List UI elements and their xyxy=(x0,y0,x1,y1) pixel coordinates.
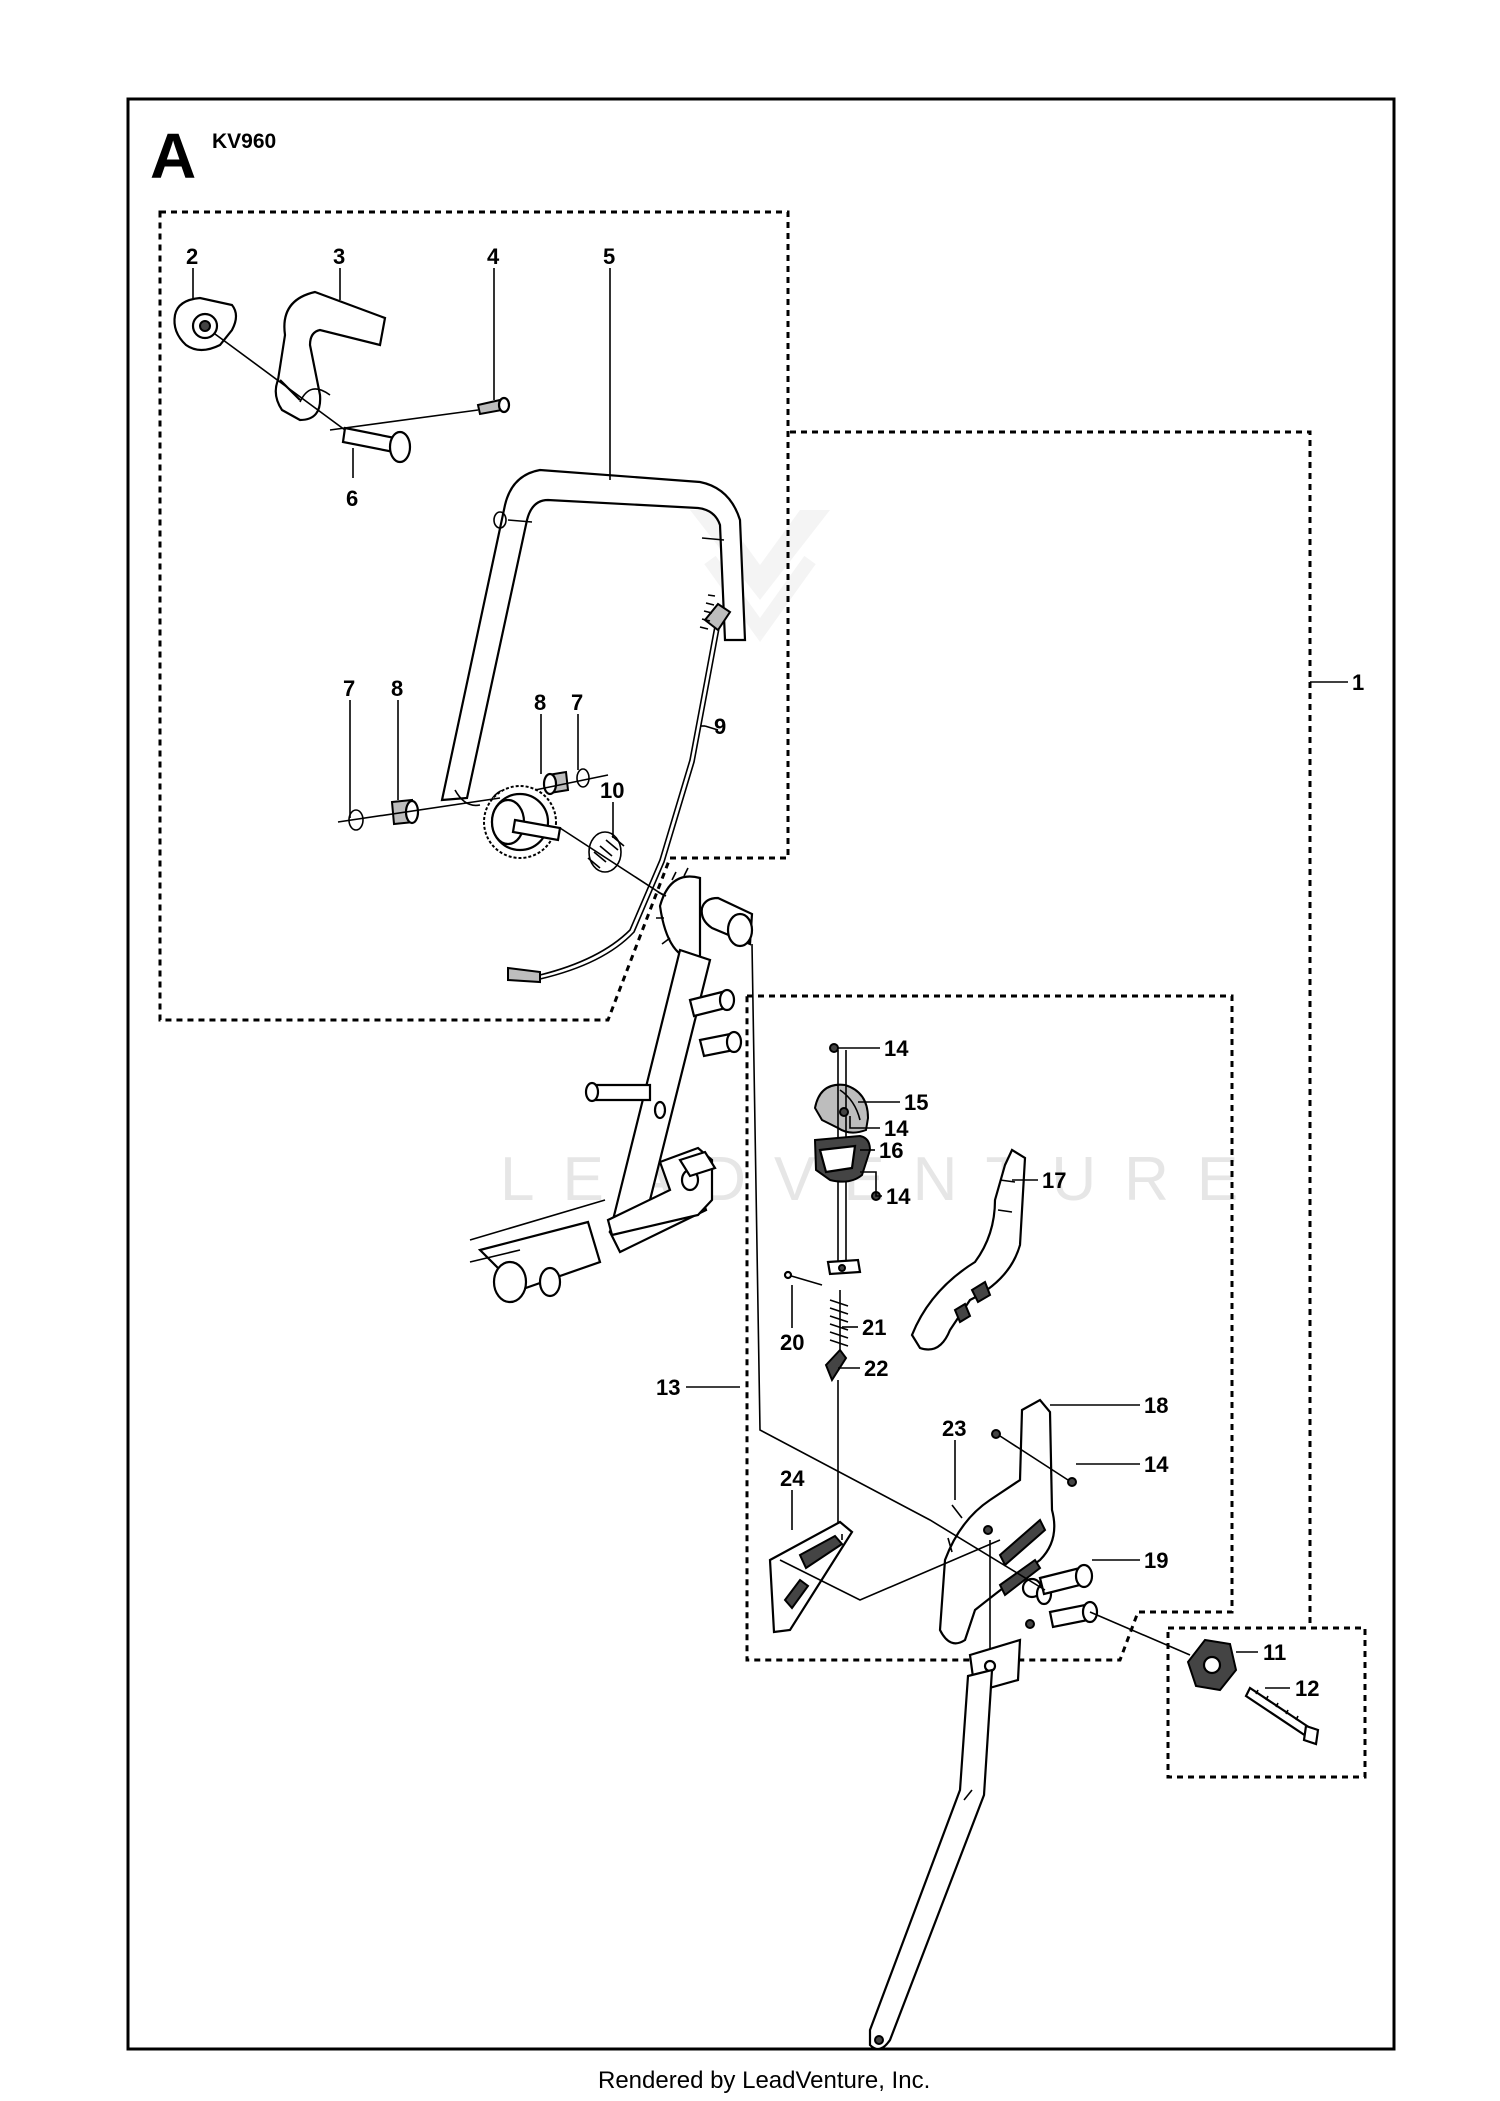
part-18-lever-plate xyxy=(938,1398,1056,1645)
main-frame xyxy=(469,867,754,1304)
callout-5: 5 xyxy=(603,244,615,269)
callout-14-mid: 14 xyxy=(884,1116,909,1141)
part-17-trigger-bracket xyxy=(910,1148,1027,1351)
part-21-spring xyxy=(829,1290,849,1360)
callout-6: 6 xyxy=(346,486,358,511)
section-letter: A xyxy=(150,120,196,192)
callout-22: 22 xyxy=(864,1356,888,1381)
part-2-handle-cap xyxy=(173,296,238,352)
part-11-lock-knob xyxy=(1186,1638,1238,1692)
callout-18: 18 xyxy=(1144,1393,1168,1418)
part-3-hook-bracket xyxy=(274,290,387,422)
callout-8-left: 8 xyxy=(391,676,403,701)
callout-15: 15 xyxy=(904,1090,928,1115)
knob-group-box xyxy=(1166,1626,1367,1779)
assembly-line-screw xyxy=(329,409,479,431)
callout-11: 11 xyxy=(1263,1640,1286,1665)
part-22-link xyxy=(824,1348,848,1530)
assembly-line-left-ring xyxy=(337,797,501,823)
part-14-screw-mid xyxy=(839,1107,849,1117)
callout-13: 13 xyxy=(656,1375,680,1400)
callout-16: 16 xyxy=(879,1138,903,1163)
handle-group-outline xyxy=(790,430,1312,1628)
callout-17: 17 xyxy=(1042,1168,1066,1193)
part-20-pin xyxy=(783,1270,823,1286)
footer-credit: Rendered by LeadVenture, Inc. xyxy=(598,2067,930,2094)
callout-20: 20 xyxy=(780,1330,804,1355)
part-14-screw-right xyxy=(991,1429,1077,1487)
lever-assembly-group-box xyxy=(745,994,1234,1662)
assembly-line-right-ring xyxy=(534,774,609,791)
callout-12: 12 xyxy=(1295,1676,1319,1701)
diagram-frame xyxy=(126,97,1396,2051)
callout-2: 2 xyxy=(186,244,198,269)
gear-hub xyxy=(483,785,562,859)
callout-24: 24 xyxy=(780,1466,805,1491)
part-14-screw-top xyxy=(829,1043,839,1053)
callout-19: 19 xyxy=(1144,1548,1168,1573)
part-4-screw xyxy=(476,396,511,416)
part-12-bolt xyxy=(1244,1686,1320,1746)
part-9-cable xyxy=(507,594,732,984)
part-7-ring-right xyxy=(576,768,590,788)
part-24-plate xyxy=(768,1520,854,1634)
assembly-line-cap-to-pin xyxy=(214,333,346,431)
part-5-handle-frame xyxy=(440,468,747,807)
callout-23: 23 xyxy=(942,1416,966,1441)
callout-21: 21 xyxy=(862,1315,886,1340)
part-23-pin xyxy=(947,1504,963,1553)
callout-3: 3 xyxy=(333,244,345,269)
callout-14-top: 14 xyxy=(884,1036,909,1061)
leader-lines xyxy=(192,268,1348,1689)
part-8-bushing-right xyxy=(542,770,570,796)
callout-7-left: 7 xyxy=(343,676,355,701)
handle-assembly-group-box xyxy=(158,210,790,1022)
lower-lever-bar xyxy=(868,1638,1022,2051)
callout-14-right: 14 xyxy=(1144,1452,1169,1477)
callout-9: 9 xyxy=(714,714,726,739)
callout-8-right: 8 xyxy=(534,690,546,715)
model-label: KV960 xyxy=(212,130,276,153)
part-16-trigger-housing xyxy=(813,1134,872,1183)
callout-7-right: 7 xyxy=(571,690,583,715)
assembly-line-knob xyxy=(1089,1611,1191,1656)
part-6-pin xyxy=(341,426,412,464)
callout-4: 4 xyxy=(487,244,500,269)
assembly-line-plate xyxy=(779,1539,1001,1601)
callout-14-lower: 14 xyxy=(886,1184,911,1209)
callout-10: 10 xyxy=(600,778,624,803)
callout-1: 1 xyxy=(1352,670,1364,695)
rod-bracket xyxy=(826,1258,862,1276)
assembly-line-main-to-lever xyxy=(751,943,1046,1591)
